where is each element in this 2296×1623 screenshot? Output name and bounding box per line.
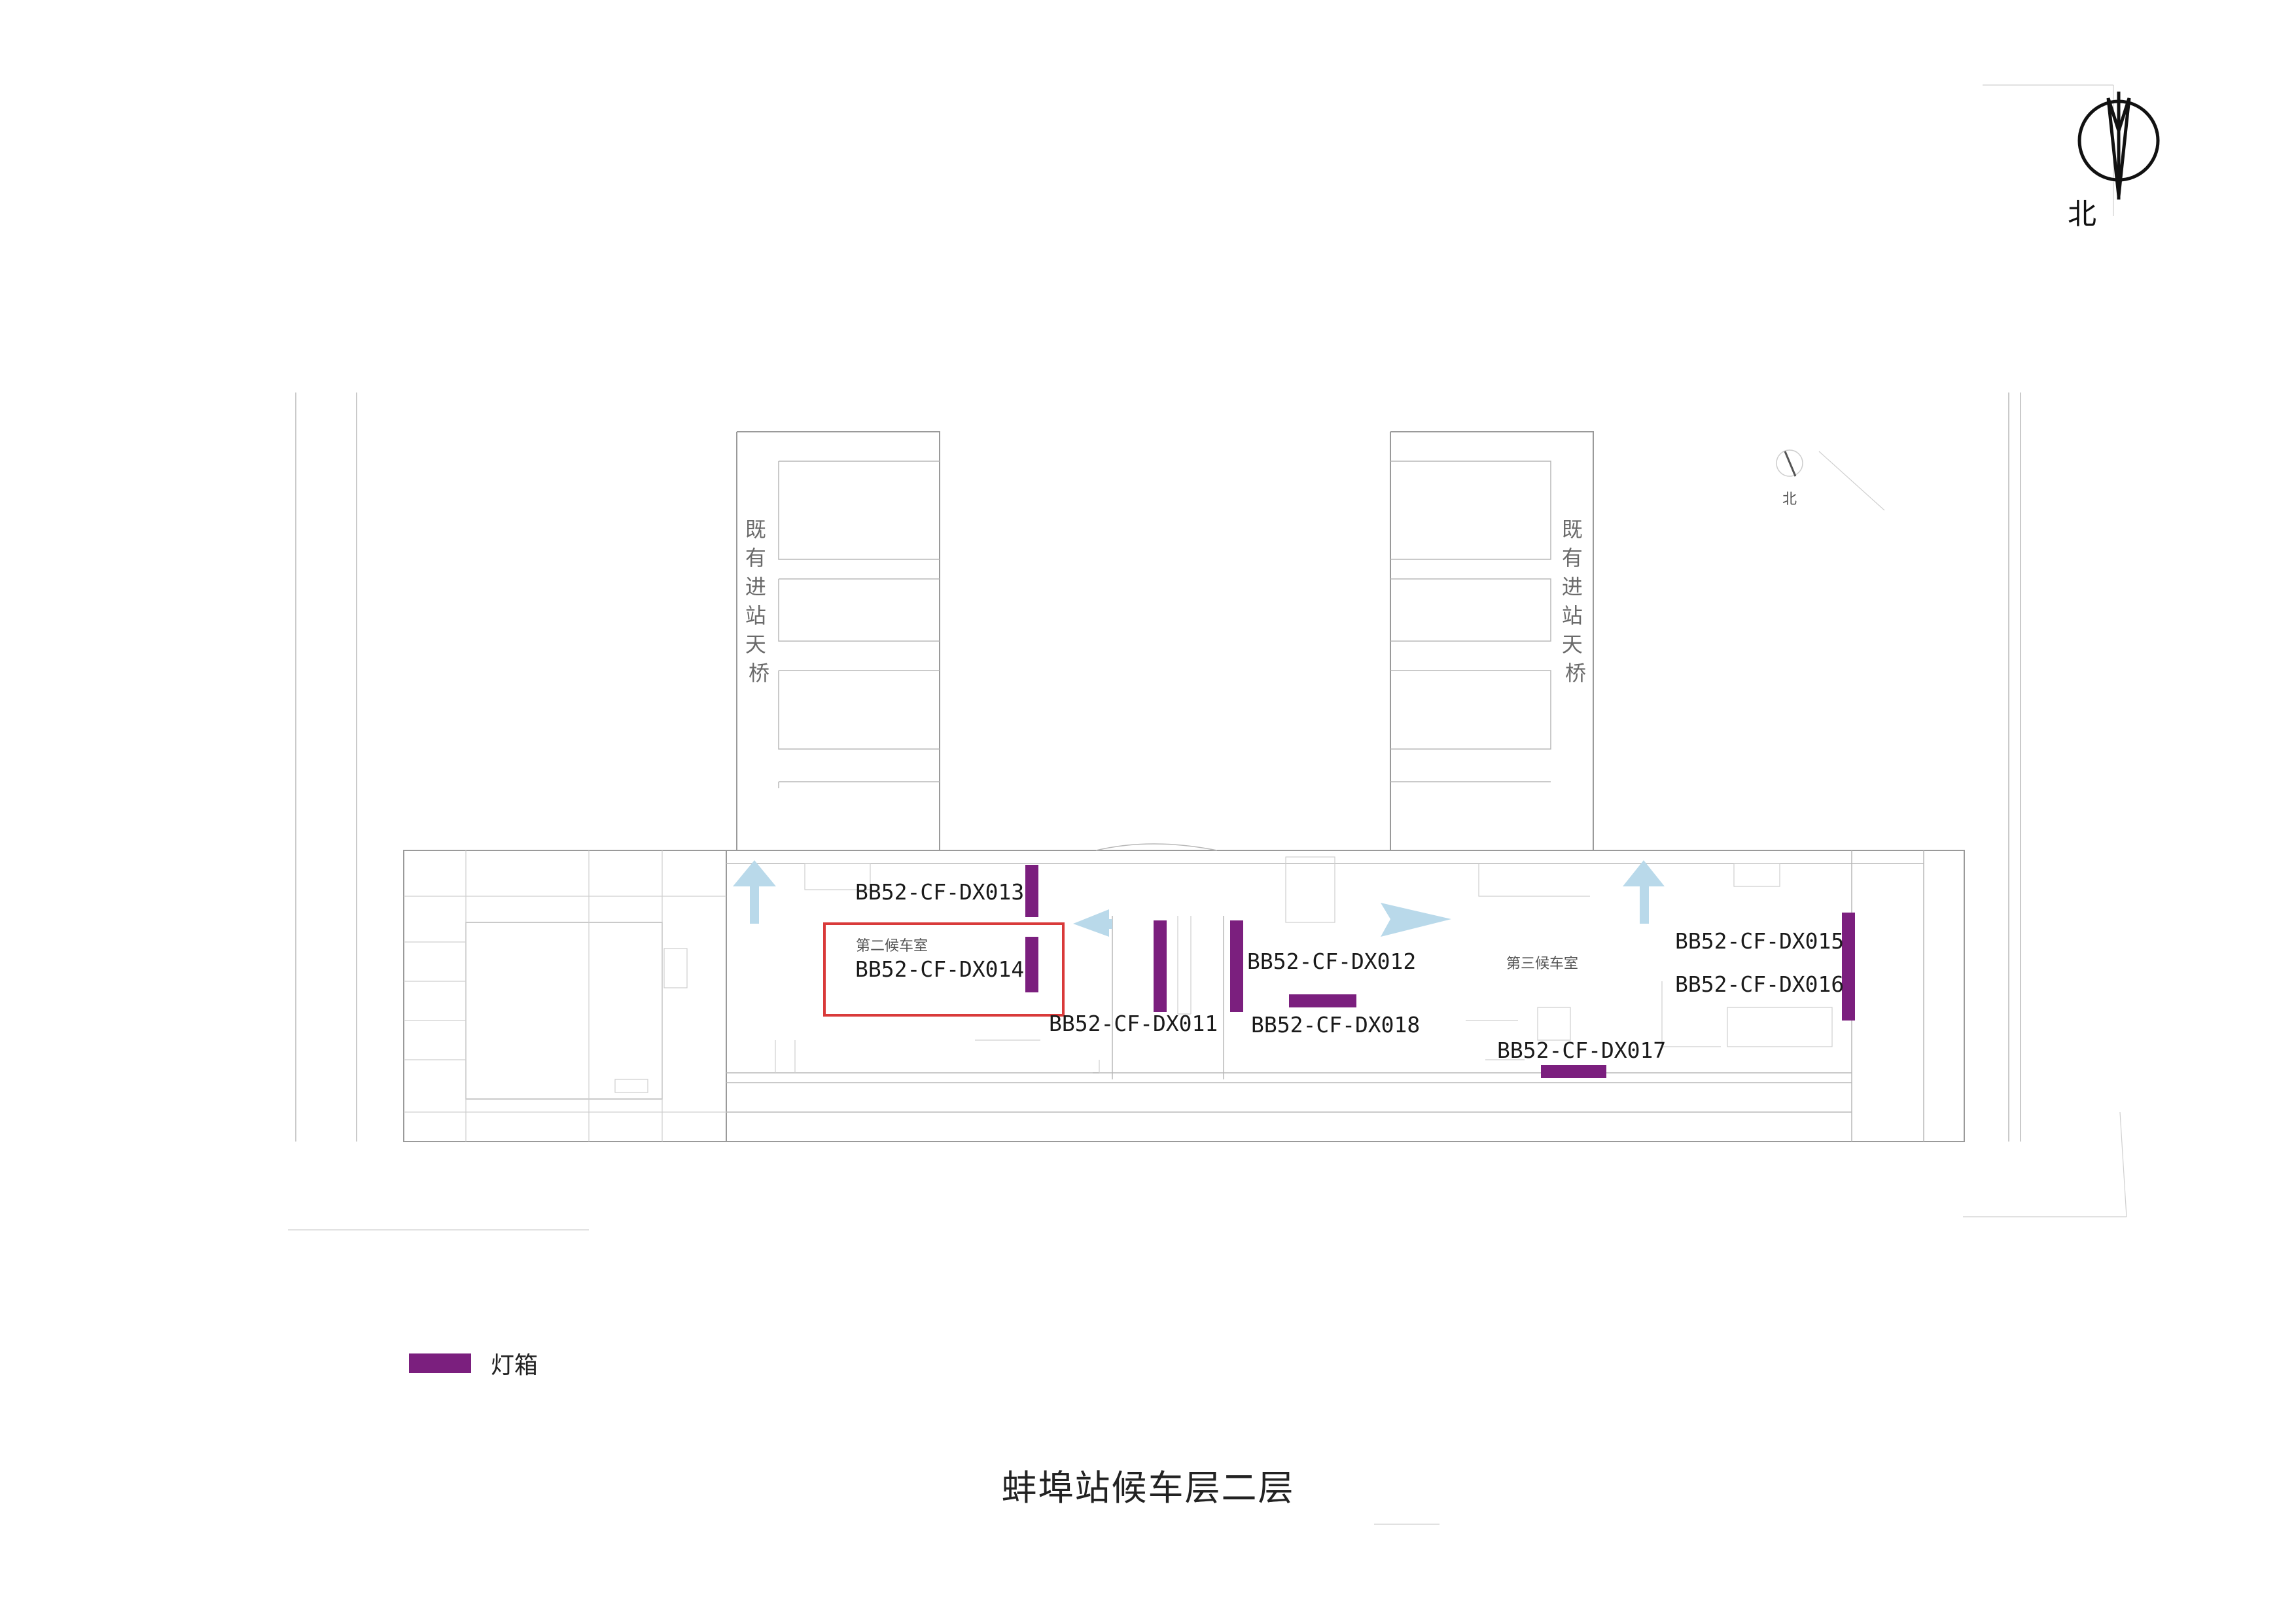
- lightbox-label-dx012: BB52-CF-DX012: [1247, 949, 1416, 974]
- lightbox-marker-dx011b: [1230, 920, 1243, 1012]
- compass-label: 北: [2068, 198, 2096, 231]
- highlight-box: [823, 922, 1065, 1017]
- legend-label: 灯箱: [491, 1352, 539, 1379]
- small-compass: 北: [1776, 449, 1803, 508]
- lightbox-label-dx013: BB52-CF-DX013: [855, 879, 1024, 905]
- room-label-third: 第三候车室: [1506, 956, 1578, 972]
- lightbox-label-dx016: BB52-CF-DX016: [1675, 971, 1844, 997]
- lightbox-label-dx015: BB52-CF-DX015: [1675, 928, 1844, 954]
- small-compass-label: 北: [1782, 491, 1797, 508]
- lightbox-marker-dx015: [1842, 913, 1855, 1021]
- room-label-second: 第二候车室: [856, 938, 928, 954]
- bridge-right: 既 有 进 站 天 桥: [1390, 431, 1594, 850]
- background-frame: [288, 84, 2127, 1525]
- legend-swatch: [409, 1353, 471, 1373]
- arrow-up-icon: [733, 860, 776, 924]
- lightbox-marker-dx013: [1025, 865, 1038, 917]
- lightbox-label-dx014: BB52-CF-DX014: [855, 956, 1024, 982]
- lightbox-label-dx011: BB52-CF-DX011: [1049, 1011, 1218, 1036]
- bridge-left: 既 有 进 站 天 桥: [736, 431, 940, 850]
- arrow-right-icon: [1381, 903, 1451, 937]
- legend: 灯箱: [409, 1346, 538, 1380]
- lightbox-label-dx017: BB52-CF-DX017: [1497, 1038, 1666, 1063]
- bridge-left-label: 既 有 进 站 天 桥: [745, 517, 773, 686]
- lightbox-marker-dx011a: [1154, 920, 1167, 1012]
- lightbox-label-dx018: BB52-CF-DX018: [1251, 1012, 1420, 1038]
- direction-arrows: [733, 860, 1665, 937]
- lightbox-marker-dx017: [1541, 1065, 1606, 1078]
- map-title: 蚌埠站候车层二层: [1001, 1467, 1295, 1509]
- lightbox-labels: BB52-CF-DX013 BB52-CF-DX014 BB52-CF-DX01…: [855, 879, 1844, 1063]
- lightbox-marker-dx014: [1025, 937, 1038, 992]
- bridge-right-label: 既 有 进 站 天 桥: [1562, 517, 1589, 686]
- arrow-left-icon: [1073, 909, 1112, 937]
- site-boundaries: [295, 393, 2021, 1142]
- arrow-up-icon: [1623, 860, 1665, 924]
- lightbox-marker-dx018: [1289, 994, 1356, 1007]
- compass: 北: [2068, 92, 2160, 231]
- lightbox-markers: [1025, 865, 1855, 1078]
